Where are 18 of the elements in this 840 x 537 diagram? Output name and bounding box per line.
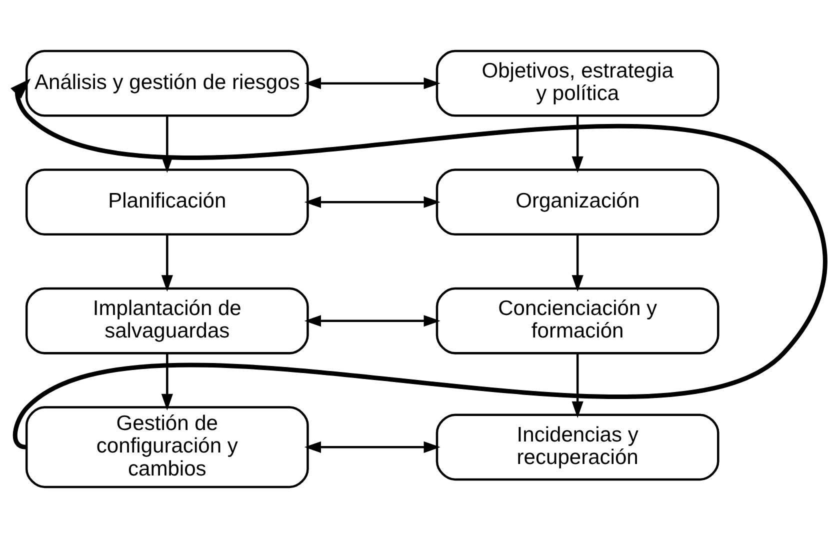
node-box: Objetivos, estrategia y política — [436, 49, 720, 116]
node-box: Planificación — [25, 168, 309, 236]
arrow — [304, 440, 440, 452]
arrow — [161, 352, 173, 410]
arrow — [572, 234, 584, 292]
node-box: Concienciación y formación — [436, 286, 720, 354]
node-box: Gestión de configuración y cambios — [25, 406, 309, 488]
node-box: Análisis y gestión de riesgos — [25, 49, 309, 116]
node-box: Incidencias y recuperación — [436, 413, 720, 480]
arrow — [10, 78, 828, 448]
arrow — [572, 352, 584, 418]
arrow — [304, 196, 440, 208]
arrow — [572, 115, 584, 172]
arrow — [161, 234, 173, 292]
node-box: Organización — [436, 168, 720, 236]
arrow — [304, 314, 440, 326]
arrow — [304, 77, 440, 89]
node-box: Implantación de salvaguardas — [25, 286, 309, 354]
